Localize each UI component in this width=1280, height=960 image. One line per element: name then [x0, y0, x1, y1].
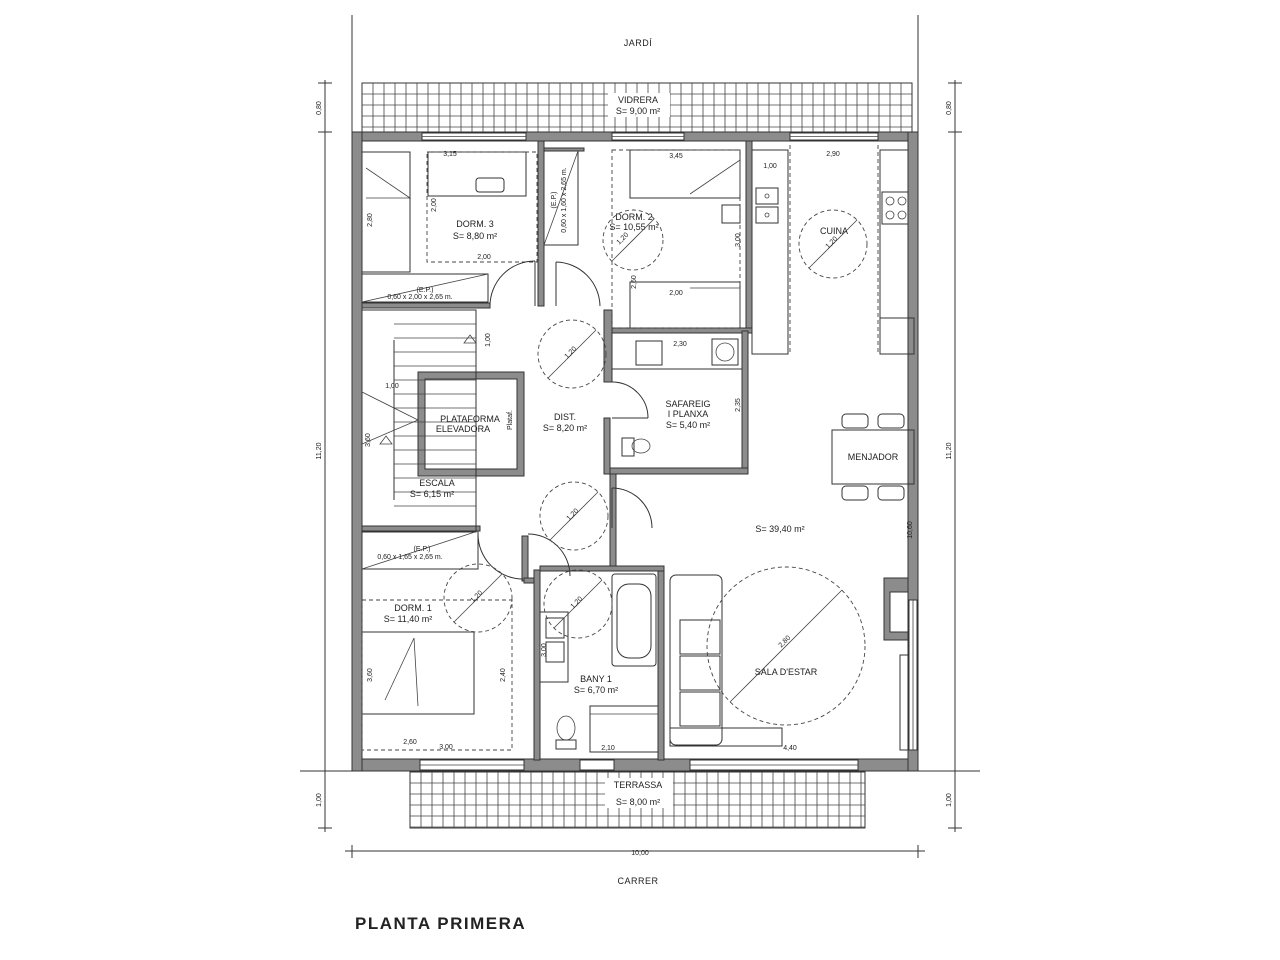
terrace-name: TERRASSA — [614, 780, 663, 790]
dim-stair-landing: 1,00 — [485, 333, 492, 347]
wardrobe-bottom-size: 0,60 x 1,65 x 2,65 m. — [377, 554, 442, 561]
pergola-area: S= 9,00 m² — [616, 106, 660, 116]
bath-area: S= 6,70 m² — [574, 685, 618, 695]
dim-bath-shower: 2,10 — [601, 745, 615, 752]
dorm1-furniture — [361, 530, 524, 751]
dim-stair-width: 1,00 — [385, 383, 399, 390]
dist-area: S= 8,20 m² — [543, 423, 587, 433]
living-furniture — [669, 574, 909, 751]
dim-stair-run: 3,60 — [365, 433, 372, 447]
circle-label-d1: 1,20 — [470, 590, 485, 605]
dim-k-small: 1,00 — [763, 163, 777, 170]
bath-furniture — [527, 533, 659, 753]
dim-living-h: 10,60 — [907, 521, 914, 539]
pergola-name: VIDRERA — [618, 95, 658, 105]
wardrobe-top-size: 0,60 x 2,00 x 2,65 m. — [387, 294, 452, 301]
dorm1-name: DORM. 1 — [394, 603, 432, 613]
wardrobe-top-tag: (E.P.) — [417, 287, 434, 294]
circle-label-dist1: 1,20 — [564, 346, 579, 361]
turning-circles — [443, 209, 868, 726]
platform-side-label: Plataf. — [507, 410, 514, 430]
dim-d2-width: 3,45 — [669, 153, 683, 160]
living-area: S= 39,40 m² — [755, 524, 804, 534]
dorm2-name: DORM. 2 — [615, 212, 653, 222]
kitchen-name: CUINA — [820, 226, 848, 236]
dim-d3-height: 2,80 — [367, 213, 374, 227]
dim-laundry-w: 2,30 — [673, 341, 687, 348]
terrace-label-backdrop — [605, 778, 673, 808]
laundry-furniture — [611, 332, 743, 529]
circle-label-dist2: 1,20 — [566, 508, 581, 523]
circle-label-d2: 1,20 — [616, 232, 631, 247]
dim-d1-bed: 2,40 — [500, 668, 507, 682]
bottom-windows — [419, 759, 859, 771]
interior-walls — [361, 140, 909, 761]
living-name: SALA D'ESTAR — [755, 667, 818, 677]
dim-pergola-right: 0,80 — [946, 101, 953, 115]
dim-laundry-h: 2,35 — [735, 398, 742, 412]
laundry-line1: SAFAREIG — [665, 399, 710, 409]
dorm3-area: S= 8,80 m² — [453, 231, 497, 241]
dim-k-width: 2,90 — [826, 151, 840, 158]
dim-living-w: 4,40 — [783, 745, 797, 752]
dim-d3-width: 3,15 — [443, 151, 457, 158]
dining-name: MENJADOR — [848, 452, 899, 462]
plan-title: PLANTA PRIMERA — [355, 914, 526, 933]
wardrobe-bottom-tag: (E.P.) — [414, 546, 431, 553]
dim-width-total: 10,00 — [631, 850, 649, 857]
laundry-line2: I PLANXA — [668, 409, 709, 419]
dim-d3-inner: 2,00 — [477, 254, 491, 261]
dim-d1-width1: 2,60 — [403, 739, 417, 746]
dim-pergola-left: 0,80 — [316, 101, 323, 115]
dim-bath-h: 3,00 — [541, 643, 548, 657]
dim-terrace-left: 1,00 — [316, 793, 323, 807]
dim-terrace-right: 1,00 — [946, 793, 953, 807]
stair-name: ESCALA — [419, 478, 455, 488]
dim-d2-inner: 2,60 — [631, 275, 638, 289]
dim-d3-bed: 2,00 — [431, 198, 438, 212]
terrace-area: S= 8,00 m² — [616, 797, 660, 807]
dining-furniture — [831, 413, 915, 501]
dim-height-left: 11,20 — [316, 442, 323, 459]
laundry-area: S= 5,40 m² — [666, 420, 710, 430]
dorm3-furniture — [361, 151, 538, 307]
dorm2-furniture — [543, 149, 741, 329]
pergola-label-backdrop — [608, 93, 670, 117]
dim-d2-height: 3,00 — [735, 233, 742, 247]
stair — [361, 309, 477, 533]
dorm2-area: S= 10,55 m² — [609, 222, 658, 232]
bath-name: BANY 1 — [580, 674, 612, 684]
circle-label-bath: 1,20 — [570, 596, 585, 611]
top-windows — [421, 132, 879, 141]
platform-line1: PLATAFORMA — [440, 414, 500, 424]
garden-label: JARDÍ — [624, 38, 653, 48]
overall-dimensions — [318, 80, 962, 858]
pergola-grid — [361, 82, 913, 133]
dim-d1-height: 3,60 — [367, 668, 374, 682]
platform-line2: ELEVADORA — [436, 424, 490, 434]
kitchen-furniture — [751, 145, 915, 355]
stair-area: S= 6,15 m² — [410, 489, 454, 499]
dorm1-area: S= 11,40 m² — [384, 614, 433, 624]
dim-d1-width2: 3,00 — [439, 744, 453, 751]
street-label: CARRER — [617, 876, 658, 886]
wardrobe-d2-size: 0,60 x 1,60 x 2,65 m. — [561, 167, 568, 232]
wardrobe-d2-tag: (E.P.) — [551, 192, 558, 209]
dim-height-right: 11,20 — [946, 442, 953, 459]
dim-d2-bed: 2,00 — [669, 290, 683, 297]
circle-label-kitchen: 1,20 — [825, 236, 840, 251]
dorm3-name: DORM. 3 — [456, 219, 494, 229]
dist-name: DIST. — [554, 412, 576, 422]
